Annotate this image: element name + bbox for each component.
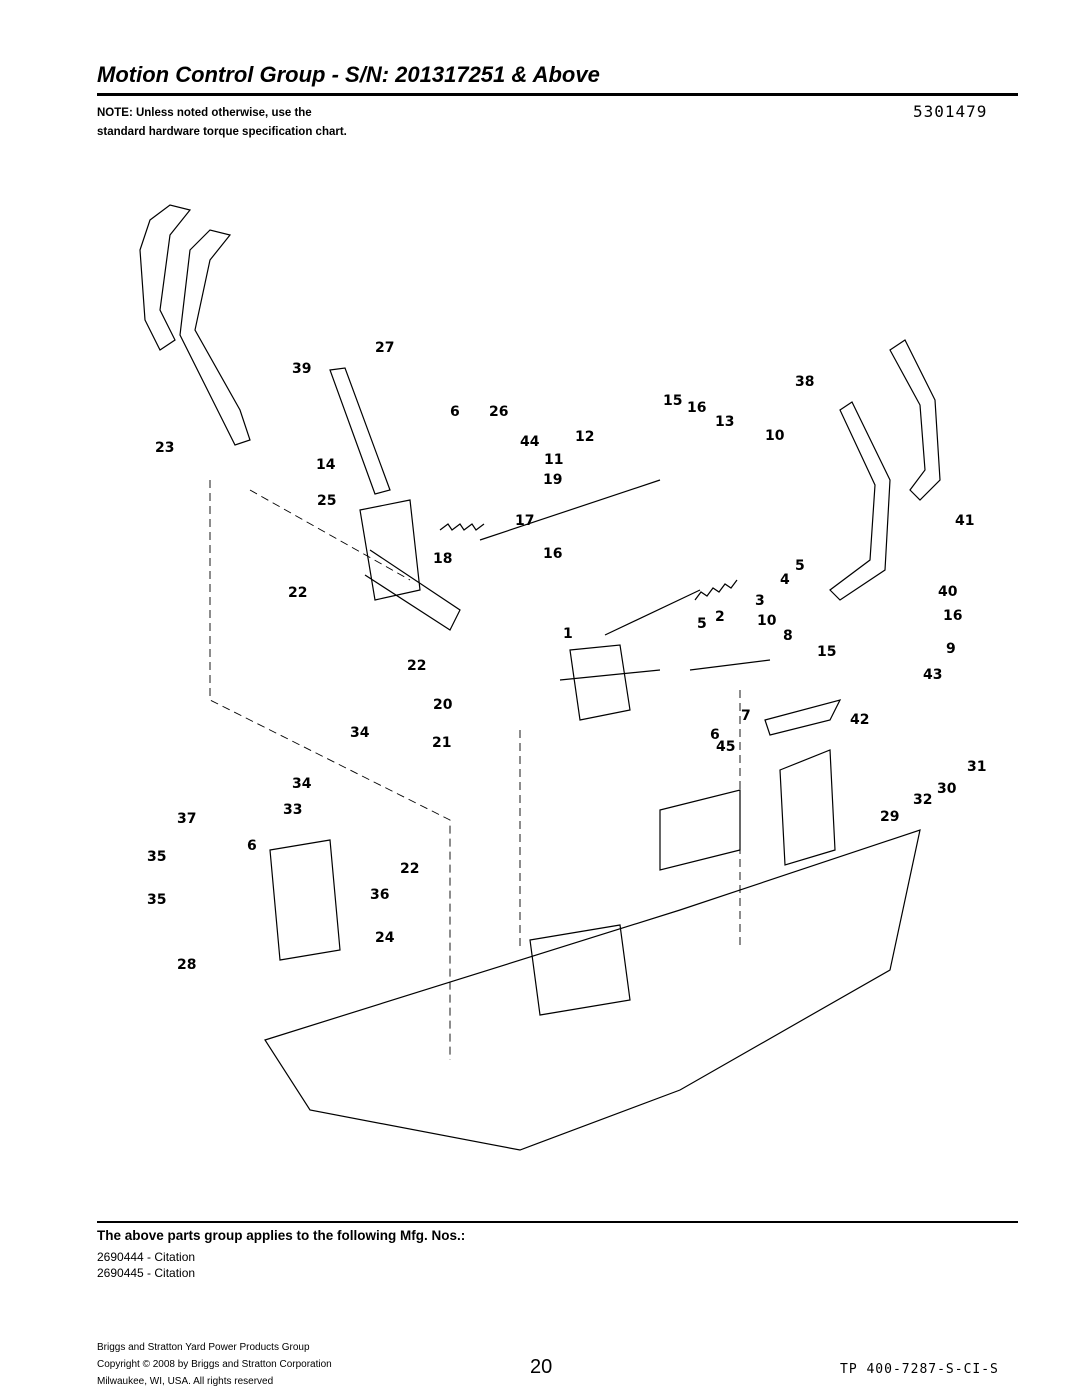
callout-label: 12 bbox=[575, 429, 594, 445]
callout-label: 17 bbox=[515, 513, 534, 529]
callout-label: 45 bbox=[716, 739, 735, 755]
footer-company: Briggs and Stratton Yard Power Products … bbox=[97, 1342, 310, 1353]
callout-label: 36 bbox=[370, 887, 389, 903]
left-mount-bracket bbox=[269, 839, 341, 961]
left-control-lever bbox=[179, 229, 251, 446]
callout-label: 34 bbox=[350, 725, 370, 741]
left-pivot-bracket bbox=[359, 499, 461, 631]
control-rod-upper bbox=[479, 479, 661, 541]
mfg-number: 2690445 - Citation bbox=[97, 1266, 196, 1280]
document-code: TP 400-7287-S-CI-S bbox=[840, 1362, 999, 1377]
callout-label: 11 bbox=[544, 452, 563, 468]
right-mount-bracket bbox=[779, 749, 836, 866]
frame-crossmember bbox=[659, 789, 741, 871]
callout-label: 16 bbox=[543, 546, 562, 562]
section-rule bbox=[97, 1221, 1018, 1223]
callout-label: 2 bbox=[715, 609, 725, 625]
callout-label: 3 bbox=[755, 593, 765, 609]
callout-label: 4 bbox=[780, 572, 790, 588]
right-pivot-bracket bbox=[559, 644, 661, 721]
callout-label: 32 bbox=[913, 792, 932, 808]
left-handle-bar bbox=[139, 204, 192, 351]
callout-label: 13 bbox=[715, 414, 734, 430]
callout-label: 10 bbox=[765, 428, 785, 444]
mfg-number: 2690444 - Citation bbox=[97, 1250, 196, 1264]
callout-label: 34 bbox=[292, 776, 312, 792]
callout-label: 33 bbox=[283, 802, 302, 818]
callout-label: 8 bbox=[783, 628, 793, 644]
callout-label: 37 bbox=[177, 811, 196, 827]
callout-label: 5 bbox=[795, 558, 805, 574]
callout-label: 1 bbox=[563, 626, 573, 642]
spring-left bbox=[439, 523, 485, 531]
callout-label: 29 bbox=[880, 809, 899, 825]
right-handle-bar bbox=[889, 339, 941, 501]
callout-label: 9 bbox=[946, 641, 956, 657]
callout-label: 6 bbox=[710, 727, 720, 743]
pedal-plate bbox=[764, 699, 842, 736]
callout-label: 7 bbox=[741, 708, 751, 724]
footer-address: Milwaukee, WI, USA. All rights reserved bbox=[97, 1376, 274, 1387]
control-rod-lower bbox=[604, 589, 701, 636]
callout-label: 19 bbox=[543, 472, 562, 488]
right-control-lever bbox=[829, 401, 891, 601]
callout-label: 16 bbox=[687, 400, 706, 416]
callout-label: 20 bbox=[433, 697, 453, 713]
title-rule bbox=[97, 93, 1018, 96]
callout-label: 15 bbox=[817, 644, 836, 660]
callout-label: 35 bbox=[147, 849, 166, 865]
callout-label: 18 bbox=[433, 551, 452, 567]
callout-label: 30 bbox=[937, 781, 957, 797]
applies-heading: The above parts group applies to the fol… bbox=[97, 1228, 466, 1243]
callout-label: 41 bbox=[955, 513, 974, 529]
callout-label: 10 bbox=[757, 613, 777, 629]
callout-label: 23 bbox=[155, 440, 174, 456]
callout-label: 22 bbox=[288, 585, 307, 601]
callout-label: 24 bbox=[375, 930, 395, 946]
callout-label: 14 bbox=[316, 457, 336, 473]
pump-assembly bbox=[529, 924, 631, 1016]
callout-label: 35 bbox=[147, 892, 166, 908]
callout-label: 6 bbox=[247, 838, 257, 854]
lever-plate bbox=[329, 367, 391, 495]
callout-label: 44 bbox=[520, 434, 540, 450]
callout-label: 15 bbox=[663, 393, 682, 409]
callout-label: 16 bbox=[943, 608, 962, 624]
spring-right bbox=[694, 579, 738, 601]
callout-label: 27 bbox=[375, 340, 394, 356]
page-title: Motion Control Group - S/N: 201317251 & … bbox=[97, 62, 600, 87]
callout-label: 6 bbox=[450, 404, 460, 420]
damper-rod bbox=[689, 659, 771, 671]
callout-label: 39 bbox=[292, 361, 311, 377]
callout-label: 25 bbox=[317, 493, 336, 509]
footer-copyright: Copyright © 2008 by Briggs and Stratton … bbox=[97, 1359, 332, 1370]
callout-label: 40 bbox=[938, 584, 958, 600]
callout-label: 22 bbox=[400, 861, 419, 877]
callout-label: 5 bbox=[697, 616, 707, 632]
callout-label: 43 bbox=[923, 667, 942, 683]
callout-label: 31 bbox=[967, 759, 986, 775]
frame-outline bbox=[264, 829, 921, 1151]
page-number: 20 bbox=[530, 1356, 553, 1378]
callout-label: 22 bbox=[407, 658, 426, 674]
callout-label: 28 bbox=[177, 957, 196, 973]
diagram-number: 5301479 bbox=[913, 102, 988, 121]
callout-label: 42 bbox=[850, 712, 869, 728]
callout-label: 38 bbox=[795, 374, 814, 390]
callout-label: 26 bbox=[489, 404, 508, 420]
torque-note: NOTE: Unless noted otherwise, use the st… bbox=[97, 107, 347, 138]
callout-label: 21 bbox=[432, 735, 451, 751]
